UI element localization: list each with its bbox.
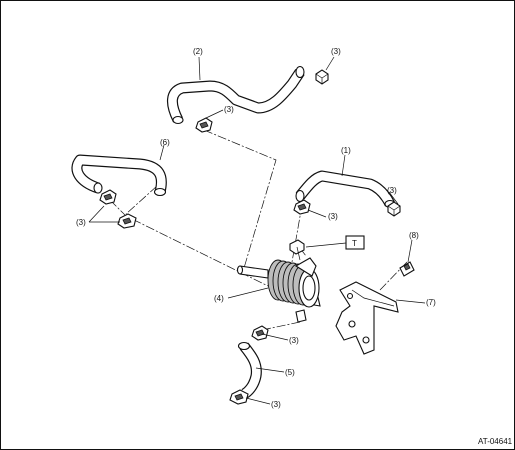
hose-2 (167, 65, 305, 125)
hose-6 (71, 154, 167, 197)
reference-code: AT-04641 (478, 437, 513, 446)
clamp-under-hose-2 (195, 117, 213, 133)
clamp-hose-6-a (99, 189, 117, 205)
callout-3-hose-2: (3) (224, 105, 234, 114)
callout-3-hose-5-bottom: (3) (271, 400, 281, 409)
clamp-hose-1 (387, 201, 401, 217)
callout-3-hose-6: (3) (76, 218, 86, 227)
callout-1: (1) (341, 146, 351, 155)
clamp-hose-5-bottom (229, 389, 249, 405)
callout-2: (2) (193, 47, 203, 56)
callout-3-hose-5-top: (3) (289, 336, 299, 345)
clamp-hose-5-top (251, 325, 269, 341)
callout-4: (4) (214, 294, 224, 303)
clamp-hose-6-b (117, 213, 137, 229)
torque-box: T (345, 235, 365, 250)
torque-box-label: T (352, 239, 357, 248)
hose-1 (295, 170, 396, 209)
leader-lines (88, 56, 426, 405)
callout-5: (5) (285, 368, 295, 377)
clip (399, 261, 415, 277)
bracket (335, 281, 399, 355)
callout-6: (6) (160, 138, 170, 147)
callout-8: (8) (409, 231, 419, 240)
callout-3-cooler-top: (3) (328, 212, 338, 221)
clamp-top-right (315, 69, 329, 85)
callout-3-hose-1: (3) (387, 186, 397, 195)
oil-cooler (236, 257, 321, 323)
hose-5 (237, 341, 262, 399)
callout-3-top-right: (3) (331, 47, 341, 56)
cooler-fins (267, 259, 320, 308)
bolt (289, 239, 305, 261)
clamp-cooler-top (293, 199, 311, 215)
callout-7: (7) (426, 298, 436, 307)
